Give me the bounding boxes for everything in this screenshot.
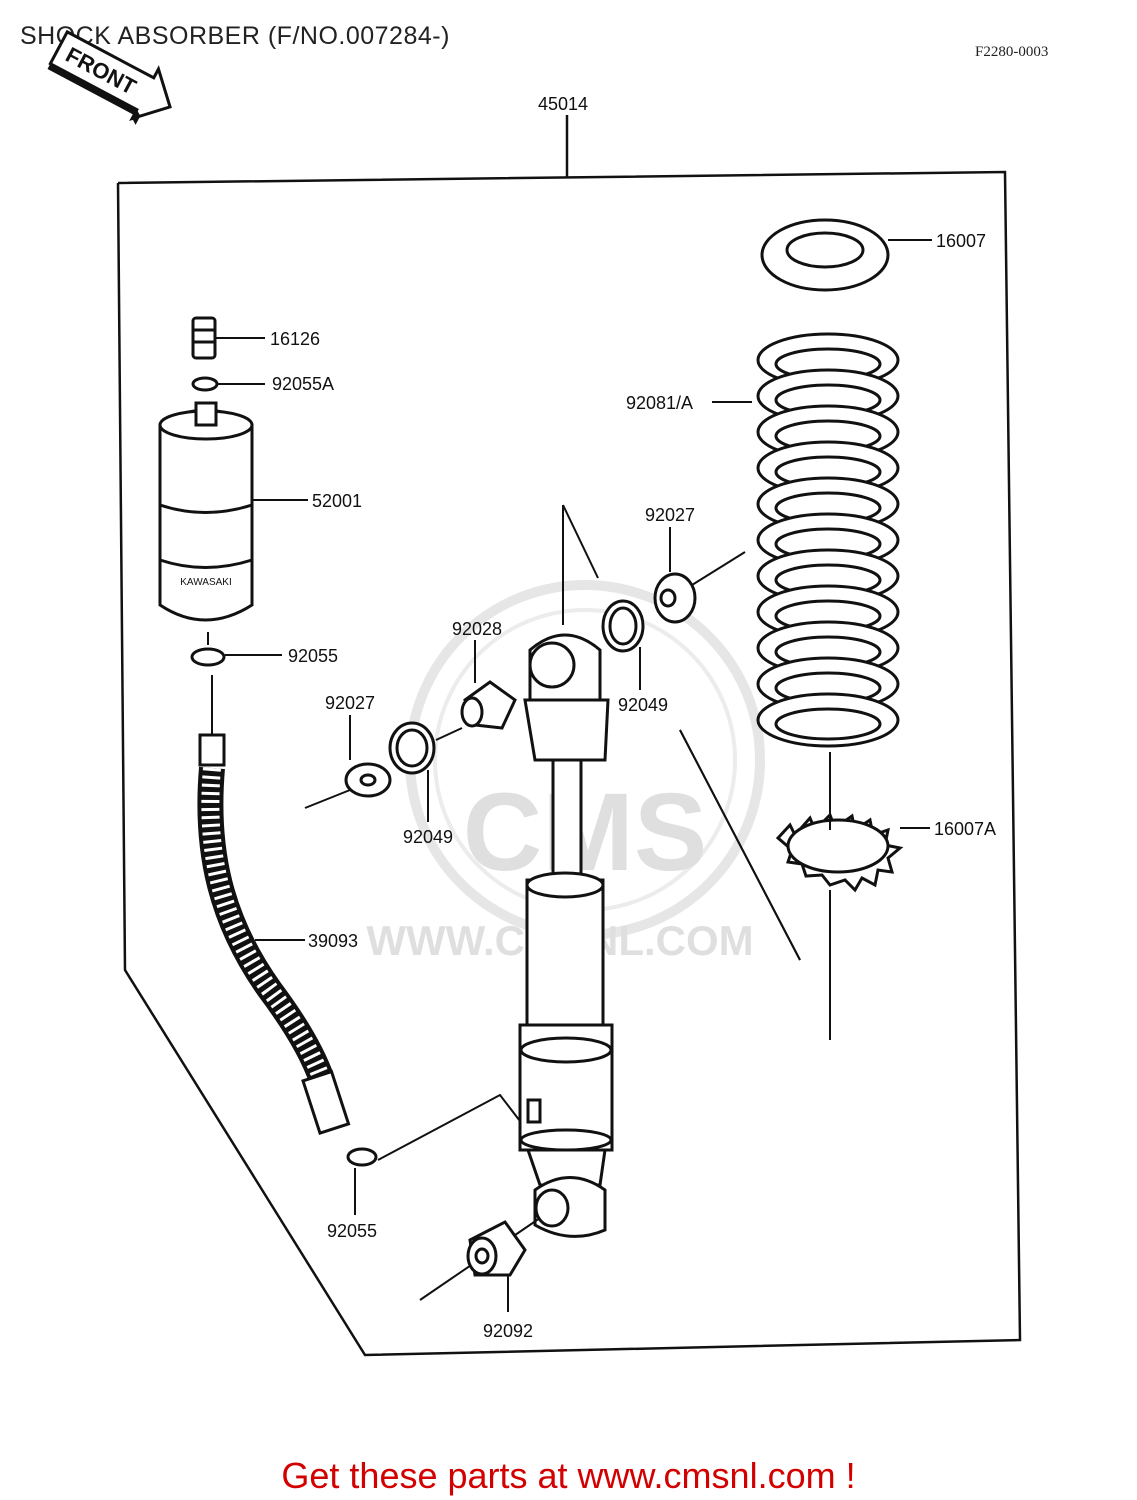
diagram-code: F2280-0003 <box>975 44 1049 60</box>
footer-promo-link[interactable]: Get these parts at www.cmsnl.com ! <box>281 1455 856 1496</box>
label-92027-left: 92027 <box>325 693 375 713</box>
label-39093: 39093 <box>308 931 358 951</box>
reservoir-oring <box>190 632 282 667</box>
label-92055-lower: 92055 <box>327 1221 377 1241</box>
label-45014: 45014 <box>538 94 588 114</box>
spring-seat-upper <box>760 218 932 292</box>
label-92028: 92028 <box>452 619 502 639</box>
label-16007: 16007 <box>936 231 986 251</box>
right-oil-seal <box>601 599 645 690</box>
coil-spring <box>756 332 900 748</box>
spring-coil-inner <box>774 707 882 741</box>
label-92049-right: 92049 <box>618 695 668 715</box>
label-16007A: 16007A <box>934 819 996 839</box>
label-92049-left: 92049 <box>403 827 453 847</box>
upper-bushing <box>460 640 517 730</box>
left-collar <box>304 715 392 809</box>
reservoir-brand: KAWASAKI <box>180 577 232 588</box>
reservoir-hose <box>197 675 351 1136</box>
reservoir-canister: KAWASAKI <box>158 401 308 622</box>
label-92081A: 92081/A <box>626 393 693 413</box>
front-arrow-icon: FRONT <box>47 29 172 125</box>
assembly-bracket <box>116 115 1022 1357</box>
left-oil-seal <box>388 721 463 822</box>
label-92027-right: 92027 <box>645 505 695 525</box>
right-collar <box>653 527 746 624</box>
label-92055-upper: 92055 <box>288 646 338 666</box>
cmsnl-watermark: CMS WWW.CMSNL.COM <box>366 580 765 964</box>
spring-seat-lower <box>775 752 930 1040</box>
label-16126: 16126 <box>270 329 320 349</box>
lower-bushing <box>466 1220 527 1312</box>
valve-washer <box>191 376 265 392</box>
air-valve <box>191 316 265 360</box>
hose-oring <box>346 1093 524 1215</box>
label-92092: 92092 <box>483 1321 533 1341</box>
shock-absorber-body <box>419 504 801 1301</box>
label-92055A: 92055A <box>272 374 334 394</box>
label-52001: 52001 <box>312 491 362 511</box>
